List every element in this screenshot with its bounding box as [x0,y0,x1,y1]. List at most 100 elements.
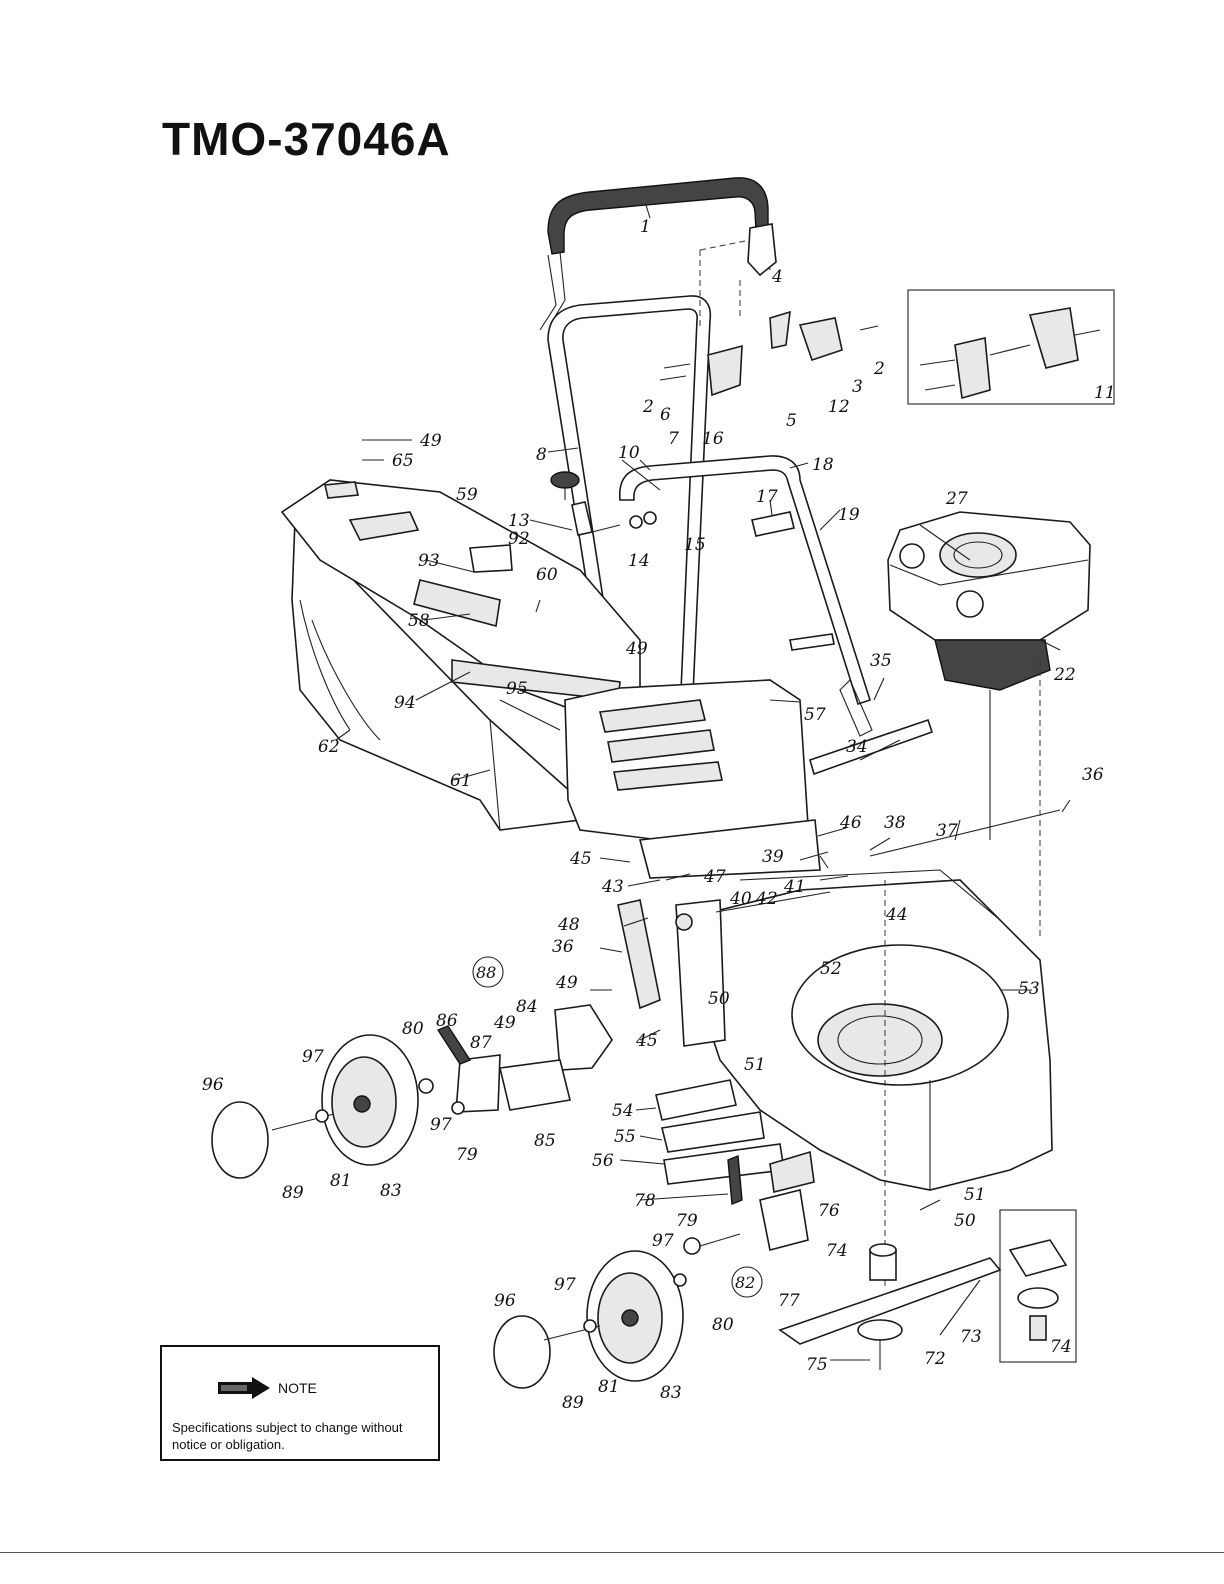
callout-label: 45 [569,849,592,869]
callout-label: 84 [516,997,538,1017]
diagram-title: TMO-37046A [162,113,451,165]
callout-label: 16 [702,429,724,449]
bottom-rule [0,1552,1224,1553]
callout-label: 87 [470,1033,492,1053]
callout-label: 55 [614,1127,636,1147]
callout-label: 14 [628,551,650,571]
callout-label: 79 [676,1211,698,1231]
callout-label: 49 [493,1013,516,1033]
callout-label: 97 [302,1047,324,1067]
circled-callout-label: 82 [735,1273,755,1292]
callout-label: 50 [708,989,730,1009]
callout-label: 65 [392,451,414,471]
callout-label: 2 [873,359,885,379]
callout-label: 62 [318,737,340,757]
callout-label: 17 [756,487,778,507]
callout-label: 93 [418,551,440,571]
handle-knob-bolt [571,501,657,536]
callout-label: 89 [282,1183,304,1203]
callout-label: 52 [820,959,842,979]
callout-label: 42 [755,889,778,909]
callout-label: 83 [380,1181,402,1201]
callout-label: 12 [828,397,850,417]
bail-handle [619,455,873,737]
leader-lines [335,204,1071,1361]
callout-label: 80 [402,1019,424,1039]
mower-deck [679,869,1053,1290]
height-adjust-bracket-rear [436,1004,613,1113]
callout-label: 77 [778,1291,800,1311]
callout-label: 96 [202,1075,224,1095]
circled-callout-label: 88 [476,963,496,982]
callout-label: 5 [786,411,797,431]
callout-label: 49 [625,639,648,659]
callout-label: 60 [536,565,558,585]
front-wheel [493,1250,687,1389]
callout-label: 59 [456,485,478,505]
callout-label: 48 [557,915,580,935]
callout-label: 97 [554,1275,576,1295]
callout-label: 97 [652,1231,674,1251]
grass-catcher-bag [291,518,581,831]
callout-label: 86 [436,1011,458,1031]
callout-label: 47 [703,867,726,887]
inset-box-blade-adapter [999,1209,1077,1363]
drive-springs [665,827,847,881]
callout-label: 36 [1082,765,1104,785]
callout-labels: 1 2 2 3 4 5 6 7 8 10 11 12 13 14 15 16 1… [202,217,1116,1413]
callout-label: 1 [640,217,651,237]
callout-label: 4 [771,267,783,287]
callout-label: 19 [838,505,860,525]
arrow-right-icon [218,1377,270,1399]
rear-wheel [211,1034,465,1179]
inset-box-control-assembly [907,289,1115,405]
callout-label: 54 [612,1101,634,1121]
callout-label: 92 [508,529,530,549]
callout-label: 95 [506,679,528,699]
callout-label: 39 [762,847,784,867]
rear-axle-bracket [617,875,849,1047]
control-brackets [659,223,879,397]
callout-label: 46 [839,813,862,833]
callout-label: 43 [601,877,624,897]
drive-cable [809,660,1061,940]
callout-label: 15 [684,535,706,555]
callout-label: 50 [954,1211,976,1231]
front-height-adjuster [683,1150,815,1255]
callout-label: 85 [534,1131,556,1151]
callout-label: 58 [408,611,430,631]
callout-label: 78 [634,1191,656,1211]
callout-label: 79 [456,1145,478,1165]
callout-label: 83 [660,1383,682,1403]
callout-label: 56 [592,1151,614,1171]
callout-label: 36 [552,937,574,957]
callout-label: 3 [852,377,863,397]
callout-label: 22 [1053,665,1076,685]
callout-label: 37 [936,821,958,841]
callout-label: 74 [1050,1337,1072,1357]
callout-label: 49 [419,431,442,451]
callout-label: 53 [1018,979,1040,999]
grass-catcher-frame [280,479,641,731]
callout-label: 10 [618,443,640,463]
callout-label: 40 [729,889,752,909]
note-header: NOTE [218,1377,317,1399]
callout-label: 7 [668,429,679,449]
callout-label: 2 [642,397,654,417]
callout-label: 6 [660,405,671,425]
callout-label: 18 [812,455,834,475]
note-box: NOTE Specifications subject to change wi… [160,1345,440,1461]
callout-label: 61 [450,771,472,791]
callout-label: 72 [924,1349,946,1369]
callout-label: 75 [806,1355,828,1375]
callout-label: 41 [783,877,806,897]
callout-label: 45 [635,1031,658,1051]
callout-label: 13 [508,511,530,531]
callout-label: 49 [555,973,578,993]
callout-label: 34 [846,737,868,757]
callout-label: 81 [598,1377,620,1397]
callout-label: 73 [960,1327,982,1347]
circled-callouts: 88 82 [472,956,763,1298]
engine [887,511,1091,691]
